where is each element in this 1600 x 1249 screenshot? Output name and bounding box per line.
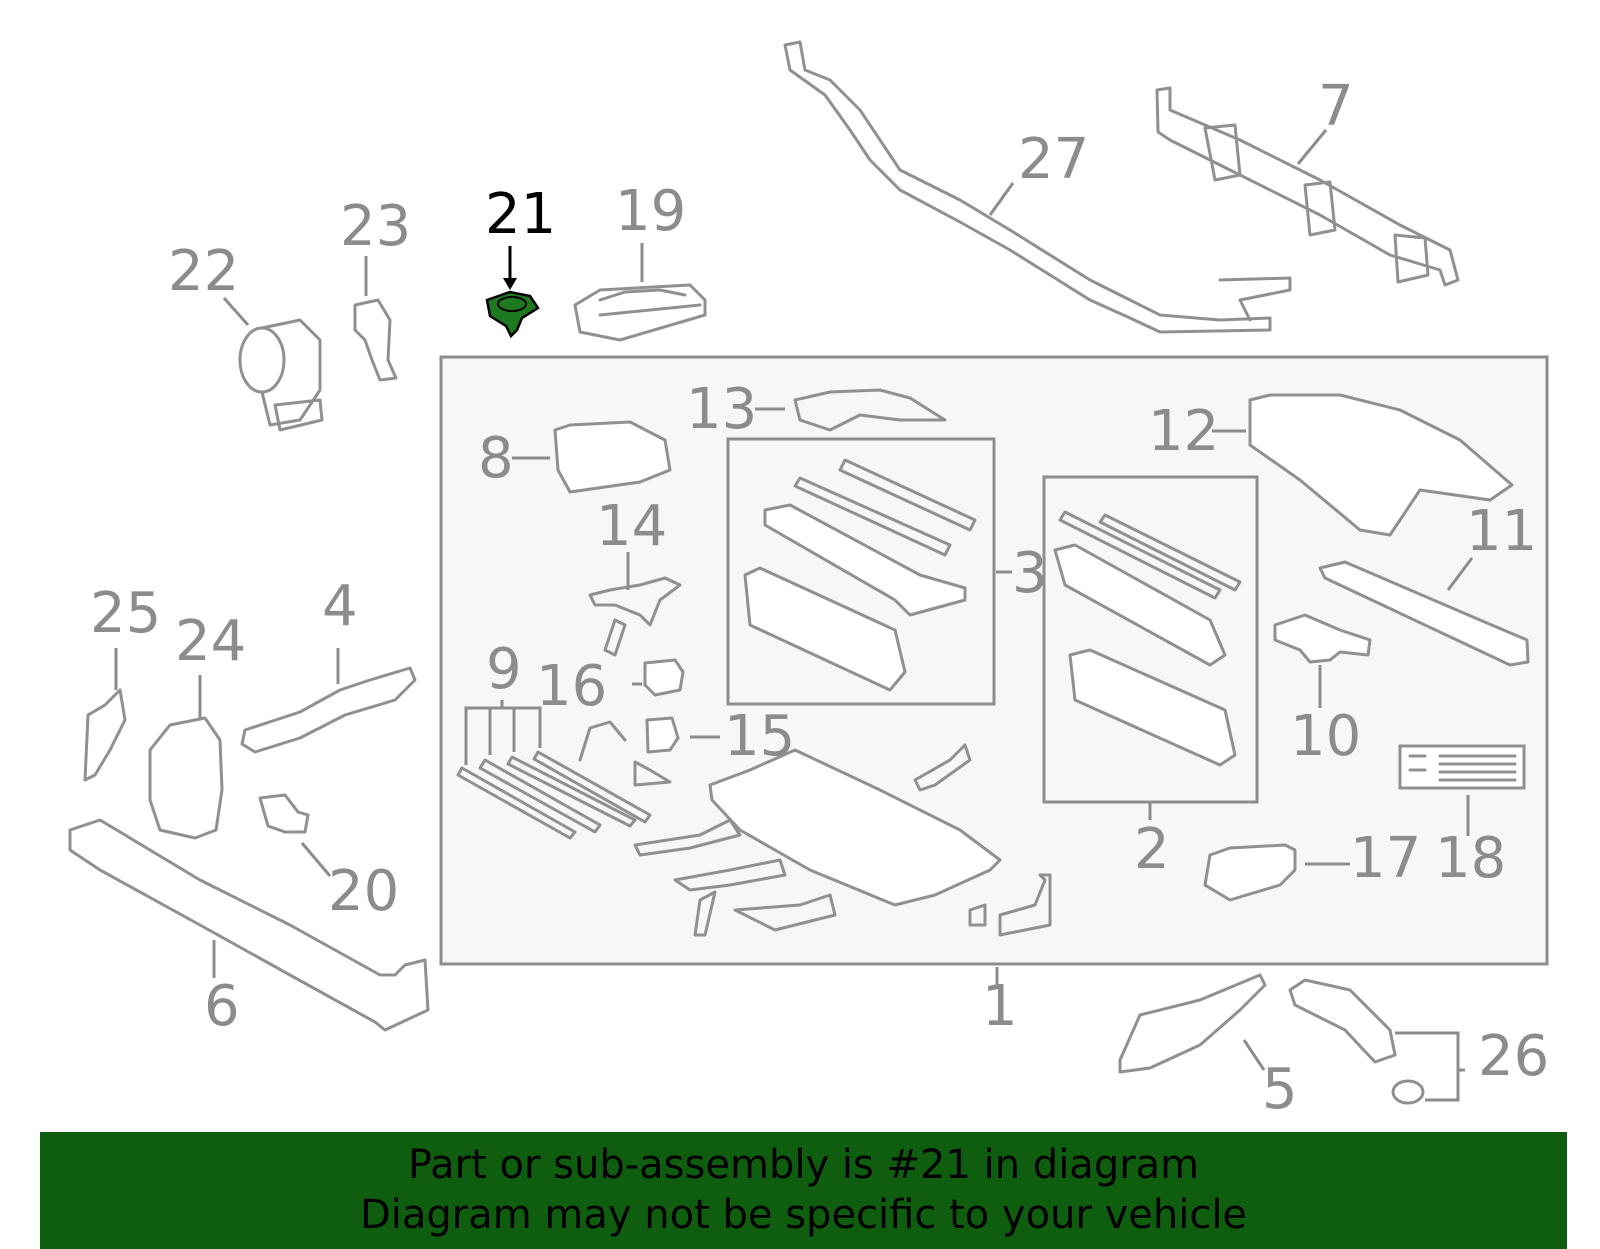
banner-line-disclaimer: Diagram may not be specific to your vehi…: [359, 1192, 1248, 1238]
callout-25: 25: [90, 581, 161, 646]
callout-24: 24: [175, 609, 246, 674]
part-16-clip: [643, 658, 685, 697]
callout-22: 22: [168, 239, 239, 304]
part-7-mount: [1203, 123, 1430, 284]
part-7-bracket: [1155, 86, 1460, 287]
part-17-module: [1203, 843, 1297, 902]
callout-7: 7: [1318, 74, 1354, 139]
part-10-duct: [1273, 613, 1372, 664]
part-27-wire-harness: [783, 40, 1272, 334]
part-2-components: [1053, 510, 1242, 767]
part-1-brackets: [633, 743, 1052, 937]
part-6-member: [68, 818, 430, 1032]
callout-13: 13: [686, 377, 757, 442]
callout-6: 6: [204, 974, 240, 1039]
part-22-blower-fan: [238, 318, 324, 432]
part-18-label: [1398, 744, 1526, 790]
part-21-clip: [485, 290, 540, 339]
part-15-bracket: [645, 716, 680, 754]
part-13-cover: [793, 388, 947, 432]
banner-line-part: Part or sub-assembly is #21 in diagram: [407, 1142, 1200, 1188]
part-1-battery-tray: [708, 748, 1002, 907]
part-9-rails: [456, 750, 652, 840]
part-26-grommet: [1391, 1079, 1425, 1105]
callout-2: 2: [1134, 817, 1170, 882]
callout-15: 15: [724, 704, 795, 769]
part-19-detail: [598, 288, 702, 317]
callout-4: 4: [322, 574, 358, 639]
part-26-duct: [1288, 978, 1397, 1064]
callout-18: 18: [1435, 826, 1506, 891]
callout-5: 5: [1262, 1057, 1298, 1122]
sub-box-3: [726, 437, 996, 706]
callout-14: 14: [596, 494, 667, 559]
callout-17: 17: [1350, 826, 1421, 891]
part-4-bracket: [240, 666, 417, 754]
info-banner: Part or sub-assembly is #21 in diagram D…: [40, 1132, 1567, 1249]
callout-3: 3: [1012, 541, 1048, 606]
part-15-wire: [578, 720, 672, 787]
callout-12: 12: [1148, 399, 1219, 464]
callout-23: 23: [340, 194, 411, 259]
callout-9: 9: [486, 637, 522, 702]
callout-8: 8: [478, 426, 514, 491]
part-3-components: [743, 458, 977, 692]
part-24-duct: [148, 716, 224, 840]
callout-26: 26: [1478, 1024, 1549, 1089]
part-25-panel: [83, 688, 127, 782]
callout-10: 10: [1290, 704, 1361, 769]
part-5-bracket: [1118, 973, 1267, 1074]
callout-16: 16: [536, 654, 607, 719]
callout-21: 21: [485, 182, 556, 247]
part-23-bracket: [353, 298, 398, 382]
part-12-upper-cover: [1248, 393, 1514, 537]
callout-20: 20: [328, 859, 399, 924]
part-11-lower-cover: [1318, 560, 1530, 667]
part-8-duct: [553, 420, 672, 494]
part-27-branch: [1218, 276, 1292, 322]
leader-lines: [114, 129, 1474, 1102]
part-20-bracket: [258, 793, 310, 834]
part-14-harness: [588, 576, 682, 657]
callout-1: 1: [982, 974, 1018, 1039]
callout-11: 11: [1466, 499, 1537, 564]
callout-19: 19: [615, 179, 686, 244]
callout-27: 27: [1018, 127, 1089, 192]
